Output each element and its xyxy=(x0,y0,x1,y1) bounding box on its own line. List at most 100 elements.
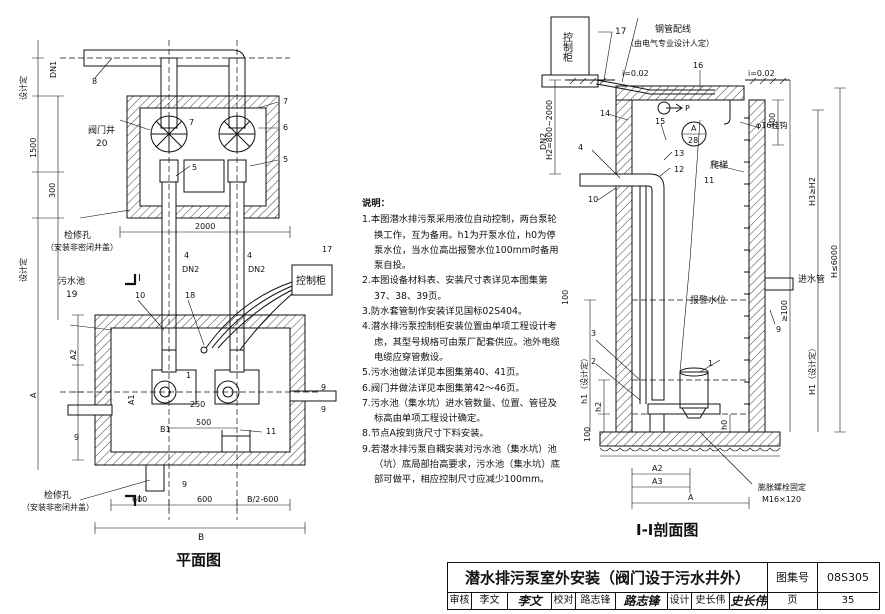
design-label: 设计 xyxy=(668,593,692,609)
plan-callout-7b: 7 xyxy=(189,118,194,127)
plan-callout-9-right: 9 xyxy=(321,383,326,392)
plan-callout-1: 1 xyxy=(186,371,191,380)
plan-pipe-right-down xyxy=(229,181,245,363)
plan-manhole-top-label: 检修孔 xyxy=(64,229,91,241)
dim-H: H≤6000 xyxy=(830,245,839,278)
title-block: 潜水排污泵室外安装（阀门设于污水井外） 图集号 08S305 审核 李文 李文 … xyxy=(447,562,880,610)
gravel-bed xyxy=(599,447,781,452)
dim-B: B xyxy=(198,533,204,543)
dim-ge100: ≥100 xyxy=(780,300,789,322)
dim-h3: H3≥H2 xyxy=(808,177,817,206)
note-1: 1.本图潜水排污泵采用液位自动控制，两台泵轮换工作，互为备用。h1为开泵水位，h… xyxy=(362,214,559,272)
plan-manhole-bottom-note: （安装非密闭井盖） xyxy=(22,502,94,512)
dim-400: 400 xyxy=(768,113,777,128)
hook-label: φ16挂钩 xyxy=(756,120,787,130)
plan-callout-17: 17 xyxy=(322,245,332,254)
designer-name: 史长伟 xyxy=(692,593,730,609)
valve-well-inner xyxy=(139,107,267,207)
plan-callout-9-left: 9 xyxy=(74,433,79,442)
note-3: 3.防水套管制作安装详见国标02S404。 xyxy=(362,306,528,318)
manhole-circle-right xyxy=(200,346,208,354)
bolt-label: 膨胀螺栓固定 xyxy=(758,482,806,492)
checker-signature: 路志锋 xyxy=(616,593,668,609)
slope-right: i=0.02 xyxy=(748,69,775,78)
plan-callout-9-right2: 9 xyxy=(321,405,326,414)
dim-A-sec: A xyxy=(688,493,694,502)
dim-2000: 2000 xyxy=(195,222,215,231)
section-callout-4: 4 xyxy=(578,143,583,152)
drawing-title: 潜水排污泵室外安装（阀门设于污水井外） xyxy=(448,563,768,593)
slope-left: i=0.02 xyxy=(622,69,649,78)
valve-well-no: 20 xyxy=(96,139,108,149)
section-callout-2: 2 xyxy=(591,357,596,366)
reviewer-name: 李文 xyxy=(472,593,508,609)
plan-callout-7: 7 xyxy=(283,97,288,106)
dim-h1: h1（设计定） xyxy=(579,354,589,404)
plan-callout-4b: 4 xyxy=(247,251,252,260)
note-4: 4.潜水排污泵控制柜安装位置由单项工程设计考虑，其型号规格可由泵厂配套供应。池外… xyxy=(362,321,560,363)
dim-h2-small: h2 xyxy=(594,402,603,412)
designer-signature: 史长伟 xyxy=(730,593,768,609)
section-callout-13: 13 xyxy=(674,149,684,158)
plan-callout-8: 8 xyxy=(92,77,97,86)
dim-250: 250 xyxy=(190,400,205,409)
steel-pipe-note: （由电气专业设计人定） xyxy=(626,38,714,48)
plan-control-cabinet-label: 控制柜 xyxy=(296,274,326,287)
plan-box-5 xyxy=(183,159,225,193)
dim-600-a: 600 xyxy=(132,495,147,504)
sewage-pit-wall xyxy=(94,314,306,466)
page-label: 页 xyxy=(768,593,818,609)
note-7: 7.污水池（集水坑）进水管数量、位置、管径及标高由单项工程设计确定。 xyxy=(362,397,557,425)
dim-100-top: 100 xyxy=(561,290,570,305)
dim-b2-600: B/2-600 xyxy=(247,495,278,504)
section-callout-9: 9 xyxy=(776,325,781,334)
section-dn2: DN2 xyxy=(539,133,548,150)
note-6: 6.阀门井做法详见本图集第42～46页。 xyxy=(362,382,525,394)
section-mark-top xyxy=(125,274,137,286)
detail-A-label: A xyxy=(691,124,697,133)
plan-manhole-top-note: （安装非密闭井盖） xyxy=(46,242,118,252)
notes: 说明： 1.本图潜水排污泵采用液位自动控制，两台泵轮换工作，互为备用。h1为开泵… xyxy=(362,196,562,488)
section-callout-3: 3 xyxy=(591,329,596,338)
dim-A3-sec: A3 xyxy=(652,477,663,486)
plan-inlet-left xyxy=(67,404,113,416)
plan-callout-4: 4 xyxy=(184,251,189,260)
section-inlet-pipe xyxy=(764,277,794,291)
plan-pipe-left-down xyxy=(161,181,177,363)
page-number: 35 xyxy=(841,595,855,606)
plan-callout-18: 18 xyxy=(185,291,195,300)
plan-design-level-2: 设计定 xyxy=(18,258,28,282)
dim-A: A xyxy=(29,392,38,398)
section-callout-16: 16 xyxy=(693,61,703,70)
note-5: 5.污水池做法详见本图集第40、41页。 xyxy=(362,367,525,379)
bolt-size: M16×120 xyxy=(762,495,801,504)
dim-H1: H1（设计定） xyxy=(807,344,817,395)
section-callout-14: 14 xyxy=(600,109,610,118)
plan-callout-11: 11 xyxy=(266,427,276,436)
steel-pipe-label: 钢管配线 xyxy=(655,23,691,35)
p-mark: P xyxy=(685,104,690,113)
set-number: 08S305 xyxy=(818,563,878,593)
detail-sheet: 28 xyxy=(688,136,698,145)
plan-manhole-bottom-label: 检修孔 xyxy=(44,489,71,501)
plan-ladder xyxy=(221,430,251,452)
dim-A2-sec: A2 xyxy=(652,464,663,473)
dim-1500: 1500 xyxy=(29,138,38,158)
dim-A1: A1 xyxy=(127,394,136,405)
plan-caption: 平面图 xyxy=(176,551,221,569)
dim-500: 500 xyxy=(196,418,211,427)
section-ladder xyxy=(744,117,750,405)
section-mark-top-label: I xyxy=(138,273,141,284)
note-8: 8.节点A按到货尺寸下料安装。 xyxy=(362,428,489,440)
ladder-label: 爬梯 xyxy=(710,159,728,171)
plan-callout-6: 6 xyxy=(283,123,288,132)
checker-name: 路志锋 xyxy=(576,593,616,609)
dim-300: 300 xyxy=(48,183,57,198)
dim-100-bottom: 100 xyxy=(583,427,592,442)
section-cabinet-label-1: 控制柜 xyxy=(561,31,573,63)
inlet-label: 进水管 xyxy=(798,273,825,285)
dim-B1: B1 xyxy=(160,425,171,434)
section-callout-11: 11 xyxy=(704,176,714,185)
plan-callout-5b: 5 xyxy=(192,163,197,172)
